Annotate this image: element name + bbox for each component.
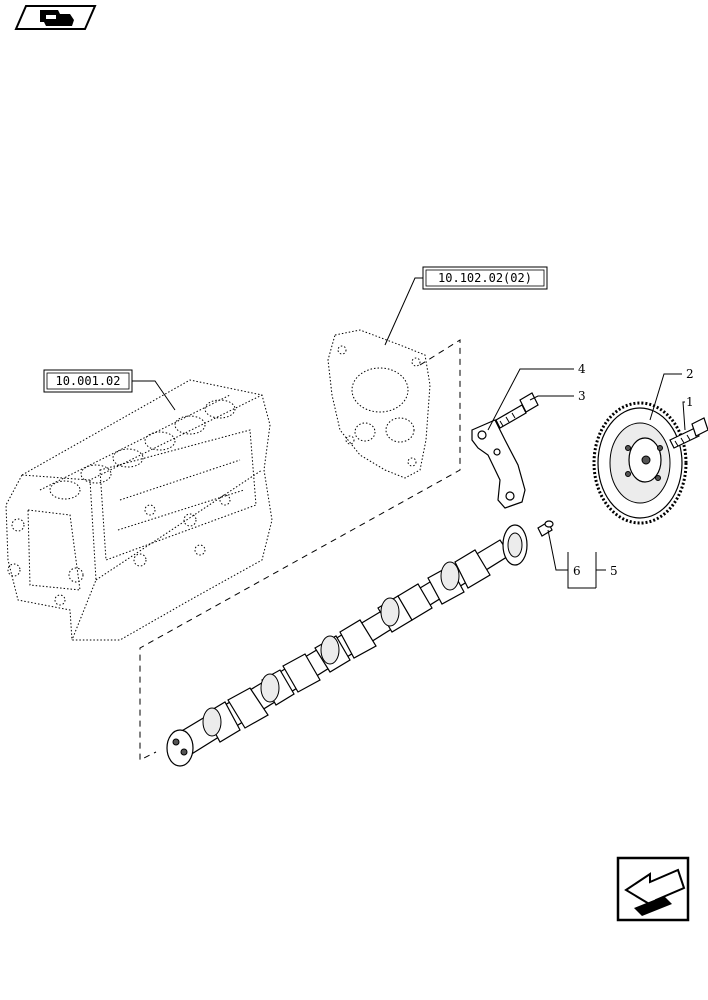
callout-6[interactable]: 6 bbox=[547, 529, 606, 589]
callout-3[interactable]: 3 bbox=[529, 389, 586, 403]
callout-5-label: 5 bbox=[610, 564, 618, 578]
callout-2-label: 2 bbox=[686, 367, 694, 381]
plate-bolt bbox=[495, 392, 539, 429]
cylinder-bores bbox=[49, 399, 236, 500]
camshaft-journals bbox=[202, 561, 460, 737]
block-ref[interactable]: 10.001.02 bbox=[43, 369, 176, 411]
thrust-plate bbox=[471, 419, 526, 509]
callout-1[interactable]: 1 bbox=[682, 395, 694, 431]
callout-4[interactable]: 4 bbox=[487, 362, 586, 431]
gear-cover bbox=[327, 329, 431, 479]
callout-4-label: 4 bbox=[578, 362, 586, 376]
next-arrow-icon[interactable] bbox=[616, 856, 690, 922]
engine-block bbox=[5, 379, 273, 641]
callout-3-label: 3 bbox=[578, 389, 586, 403]
callouts: 1 2 3 4 6 5 bbox=[487, 362, 694, 589]
callout-5[interactable]: 5 bbox=[610, 564, 618, 578]
gear-bolt bbox=[669, 417, 708, 449]
callout-1-label: 1 bbox=[686, 395, 694, 409]
callout-6-label: 6 bbox=[573, 564, 581, 578]
dowel-pin bbox=[537, 520, 554, 537]
cover-ref[interactable]: 10.102.02(02) bbox=[384, 266, 548, 346]
camshaft bbox=[166, 524, 528, 767]
callout-2[interactable]: 2 bbox=[649, 367, 694, 421]
alignment-lines bbox=[139, 339, 461, 761]
block-ref-label: 10.001.02 bbox=[55, 374, 120, 388]
book-icon[interactable] bbox=[14, 5, 97, 30]
cover-ref-label: 10.102.02(02) bbox=[438, 271, 532, 285]
camshaft-gear bbox=[592, 401, 688, 525]
